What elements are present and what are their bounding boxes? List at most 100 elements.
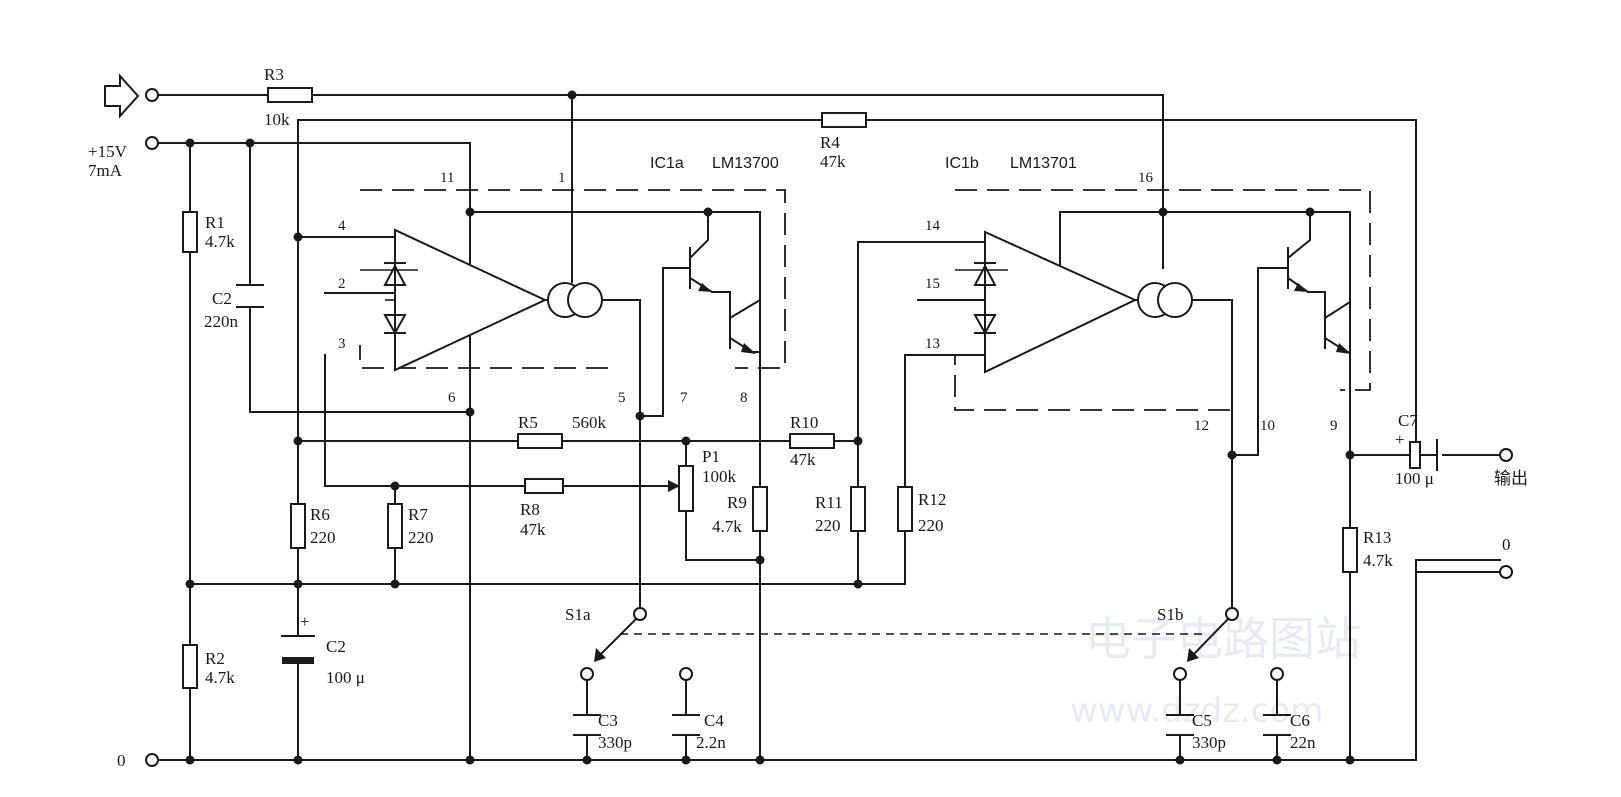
c3-ref: C3 — [598, 711, 618, 730]
r7-ref: R7 — [408, 505, 428, 524]
input-terminal[interactable] — [145, 88, 159, 102]
output-ground-label: 0 — [1502, 535, 1511, 554]
ic1a-pin-4: 4 — [338, 218, 346, 234]
r8-value: 47k — [520, 520, 546, 539]
r10-body — [789, 433, 835, 449]
c4-ref: C4 — [704, 711, 724, 730]
supply-terminal[interactable] — [145, 136, 159, 150]
r2-body — [182, 644, 198, 689]
wiring — [156, 94, 1501, 761]
ic1a-pin-5: 5 — [618, 390, 626, 406]
r5-body — [517, 433, 563, 449]
r13-value: 4.7k — [1363, 551, 1393, 570]
c6-value: 22n — [1290, 733, 1316, 752]
ground-terminal[interactable] — [145, 753, 159, 767]
r7-value: 220 — [408, 528, 434, 547]
s1b-label: S1b — [1157, 605, 1183, 624]
ic1a-pin-8: 8 — [740, 390, 748, 406]
r4-body — [821, 112, 867, 128]
r6-value: 220 — [310, 528, 336, 547]
r4-ref: R4 — [820, 133, 840, 152]
output-terminal[interactable] — [1499, 448, 1513, 462]
r10-ref: R10 — [790, 413, 818, 432]
c5-ref: C5 — [1192, 711, 1212, 730]
ic1b-pin-14: 14 — [925, 218, 941, 234]
supply-current: 7mA — [88, 161, 123, 180]
c4-value: 2.2n — [696, 733, 726, 752]
r7-body — [387, 503, 403, 549]
ic1a-pin-2: 2 — [338, 276, 346, 292]
p1-potentiometer[interactable] — [665, 465, 694, 512]
c3-plates — [573, 714, 601, 736]
c7-ref: C7 — [1398, 411, 1418, 430]
r11-body — [850, 486, 866, 532]
r6-ref: R6 — [310, 505, 330, 524]
p1-ref: P1 — [702, 447, 720, 466]
r3-value: 10k — [264, 110, 290, 129]
labels: +15V 7mA 0 R3 10k R4 47k R1 4.7k C2 220n… — [88, 65, 1528, 770]
c6-plates — [1263, 714, 1291, 736]
c2b-plus: + — [300, 612, 310, 631]
r9-body — [752, 486, 768, 532]
ic1b-pin-9: 9 — [1330, 418, 1338, 434]
r8-ref: R8 — [520, 500, 540, 519]
s1b-switch[interactable] — [1173, 607, 1284, 681]
watermark: 电子电路图站 www.dzdz.com — [1070, 612, 1361, 731]
c5-value: 330p — [1192, 733, 1226, 752]
input-arrow-icon — [104, 73, 140, 119]
capacitors — [236, 284, 1438, 736]
r12-ref: R12 — [918, 490, 946, 509]
c6-ref: C6 — [1290, 711, 1310, 730]
p1-value: 100k — [702, 467, 737, 486]
r5-value: 560k — [572, 413, 607, 432]
ic1b-pin-16: 16 — [1138, 170, 1154, 186]
ic1a-pin-6: 6 — [448, 390, 456, 406]
c2-100u-plate-bottom — [282, 657, 314, 664]
r13-body — [1342, 527, 1358, 573]
r4-value: 47k — [820, 152, 846, 171]
ic1b-part: LM13701 — [1010, 155, 1077, 172]
r5-ref: R5 — [518, 413, 538, 432]
r6-body — [290, 503, 306, 549]
ic1b-pin-13: 13 — [925, 336, 940, 352]
r13-ref: R13 — [1363, 528, 1391, 547]
r11-value: 220 — [815, 516, 841, 535]
c7-plate-left — [1409, 441, 1421, 469]
r12-value: 220 — [918, 516, 944, 535]
ic1a-part: LM13700 — [712, 155, 779, 172]
ic1a-pin-11: 11 — [440, 170, 454, 186]
r9-value: 4.7k — [712, 517, 742, 536]
r3-ref: R3 — [264, 65, 284, 84]
c7-plus: + — [1395, 430, 1405, 449]
terminals[interactable] — [145, 88, 1513, 767]
r8-body — [524, 478, 564, 494]
r2-value: 4.7k — [205, 668, 235, 687]
r1-value: 4.7k — [205, 232, 235, 251]
watermark-url: www.dzdz.com — [1070, 691, 1323, 731]
r11-ref: R11 — [815, 493, 843, 512]
c2a-value: 220n — [204, 312, 239, 331]
c3-value: 330p — [598, 733, 632, 752]
ground-label: 0 — [117, 751, 126, 770]
resistors — [182, 87, 1358, 689]
c5-plates — [1166, 714, 1194, 736]
ic1a-pin-1: 1 — [558, 170, 566, 186]
output-ground-terminal[interactable] — [1499, 565, 1513, 579]
s1a-switch[interactable] — [580, 607, 693, 681]
r1-ref: R1 — [205, 213, 225, 232]
ic1a-name: IC1a — [650, 155, 684, 172]
c2b-value: 100 μ — [326, 668, 365, 687]
output-label: 输出 — [1494, 469, 1528, 488]
r12-body — [897, 486, 913, 532]
ic1a-internals — [360, 211, 761, 372]
watermark-cn: 电子电路图站 — [1085, 612, 1361, 666]
ic1b-pin-15: 15 — [925, 276, 940, 292]
junctions — [185, 90, 1355, 765]
ic1b-pin-12: 12 — [1194, 418, 1209, 434]
ic1b-internals — [955, 211, 1351, 374]
ic1a-pin-7: 7 — [680, 390, 688, 406]
c2b-ref: C2 — [326, 637, 346, 656]
r10-value: 47k — [790, 450, 816, 469]
c4-plates — [672, 714, 700, 736]
